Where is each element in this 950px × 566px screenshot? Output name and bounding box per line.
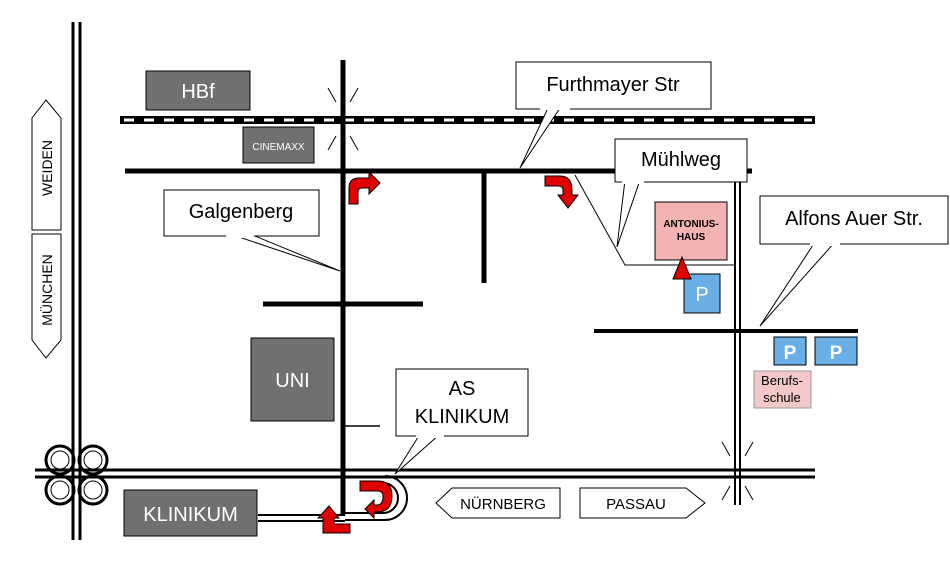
ramp-u-turn-arrow-icon	[359, 480, 393, 520]
as-klinikum-ramp	[345, 475, 409, 521]
callout-as-line1: AS	[449, 378, 476, 400]
sign-muenchen: MÜNCHEN	[31, 233, 62, 359]
callout-as-klinikum: AS KLINIKUM	[394, 368, 529, 475]
sign-weiden: WEIDEN	[31, 99, 62, 231]
bridge-tick	[744, 441, 754, 457]
callout-galgenberg-text: Galgenberg	[189, 201, 294, 223]
destination-marker-icon	[672, 255, 692, 280]
ramp-exit-arrow-icon	[316, 505, 351, 534]
bridge-tick	[327, 87, 337, 103]
antonius-label-line2: HAUS	[677, 232, 706, 243]
callout-muehlweg-text: Mühlweg	[641, 149, 721, 171]
roads	[35, 22, 858, 540]
parking-berufsschule-1: P	[773, 336, 807, 366]
antonius-label-line1: ANTONIUS-	[663, 219, 718, 230]
sign-passau: PASSAU	[579, 487, 706, 519]
bridge-tick	[721, 441, 731, 457]
callout-as-line2: KLINIKUM	[415, 406, 509, 428]
as-klinikum-ramp-inner	[345, 482, 400, 514]
parking-berufsschule-2: P	[814, 336, 858, 366]
parking-antonius: P	[683, 273, 721, 314]
callout-muehlweg: Mühlweg	[614, 138, 748, 248]
callout-furthmayer-text: Furthmayer Str	[546, 74, 680, 96]
callout-alfons-auer: Alfons Auer Str.	[759, 195, 949, 327]
parking-label: P	[830, 343, 843, 364]
cinemaxx-label: CINEMAXX	[252, 142, 305, 153]
sign-passau-text: PASSAU	[606, 496, 666, 513]
sign-weiden-text: WEIDEN	[39, 140, 55, 196]
berufsschule-label-line2: schule	[763, 390, 801, 405]
berufsschule-box: Berufs- schule	[753, 370, 812, 409]
cloverleaf-interchange	[44, 444, 109, 506]
muehlweg-road	[574, 174, 735, 266]
parking-label: P	[695, 284, 708, 306]
parking-label: P	[784, 343, 797, 364]
callout-galgenberg: Galgenberg	[163, 189, 341, 272]
bridge-tick	[349, 87, 359, 103]
turn-arrows	[316, 170, 580, 534]
callout-furthmayer: Furthmayer Str	[515, 61, 712, 169]
bridge-tick	[721, 485, 731, 501]
bridge-tick	[349, 135, 359, 151]
sign-muenchen-text: MÜNCHEN	[38, 254, 55, 326]
turn-right-arrow-icon	[348, 170, 381, 205]
callout-alfons-auer-text: Alfons Auer Str.	[785, 208, 923, 230]
bridge-tick	[327, 135, 337, 151]
sign-nuernberg-text: NÜRNBERG	[460, 495, 546, 513]
turn-down-arrow-icon	[544, 175, 580, 209]
klinikum-label: KLINIKUM	[143, 504, 237, 526]
cinemaxx-box: CINEMAXX	[242, 126, 315, 164]
uni-label: UNI	[275, 370, 309, 392]
uni-box: UNI	[250, 337, 335, 422]
hbf-label: HBf	[181, 81, 215, 103]
bridge-tick	[744, 485, 754, 501]
hbf-box: HBf	[145, 70, 251, 111]
antonius-haus-box: ANTONIUS- HAUS	[654, 201, 728, 261]
klinikum-box: KLINIKUM	[123, 489, 258, 537]
sign-nuernberg: NÜRNBERG	[435, 487, 561, 519]
berufsschule-label-line1: Berufs-	[761, 373, 803, 388]
